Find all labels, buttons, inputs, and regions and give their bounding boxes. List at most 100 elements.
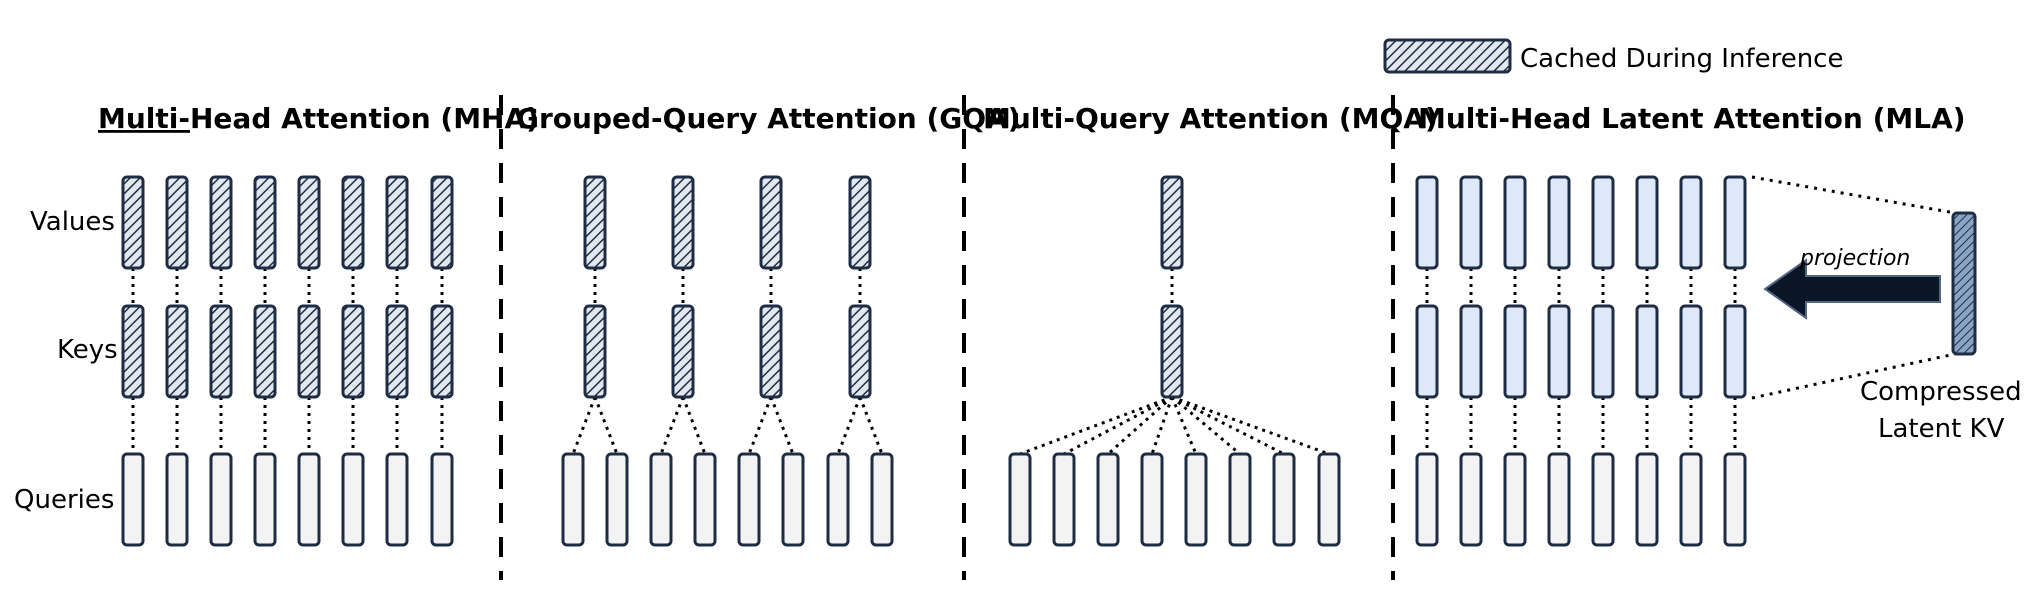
query-head — [253, 452, 277, 547]
key-head — [1547, 304, 1571, 399]
value-head — [1723, 175, 1747, 270]
key-head — [759, 304, 783, 399]
key-head — [1679, 304, 1703, 399]
value-head — [121, 175, 145, 270]
value-head — [671, 175, 695, 270]
connector-line — [769, 396, 795, 455]
connector-line — [836, 396, 862, 455]
query-head — [341, 452, 365, 547]
query-head — [605, 452, 629, 547]
key-head — [253, 304, 277, 399]
key-head — [430, 304, 454, 399]
panel-title-mha: Multi-Head Attention (MHA) — [98, 102, 539, 135]
query-head — [1503, 452, 1527, 547]
title-word: Grouped- — [516, 102, 663, 135]
title-word: (MHA) — [440, 102, 539, 135]
title-word: Attention — [1713, 102, 1863, 135]
connector-lines — [131, 268, 1737, 456]
title-word: Query — [663, 102, 758, 135]
key-head — [1459, 304, 1483, 399]
key-head — [1415, 304, 1439, 399]
row-label-values: Values — [30, 207, 115, 237]
projection-arrow — [1763, 258, 1941, 320]
head-bars — [121, 175, 1747, 547]
value-head — [253, 175, 277, 270]
title-word: Multi- — [98, 102, 190, 135]
key-head — [583, 304, 607, 399]
query-head — [1679, 452, 1703, 547]
legend-label: Cached During Inference — [1520, 44, 1843, 74]
latent-label-line2: Latent KV — [1878, 414, 2005, 444]
query-head — [737, 452, 761, 547]
panel-title-mqa: Multi-Query Attention (MQA) — [983, 102, 1438, 135]
query-head — [1635, 452, 1659, 547]
query-head — [561, 452, 585, 547]
query-head — [826, 452, 850, 547]
title-word: Attention — [281, 102, 431, 135]
title-word: Latent — [1601, 102, 1703, 135]
row-label-keys: Keys — [57, 335, 118, 365]
key-head — [1160, 304, 1184, 399]
svg-text:Grouped-Query Attention (GQA): Grouped-Query Attention (GQA) — [516, 102, 1021, 135]
mla-latent-group: projection Compressed Latent KV — [1751, 175, 2022, 444]
query-head — [1547, 452, 1571, 547]
connector-line — [659, 396, 685, 455]
query-head — [1723, 452, 1747, 547]
title-word: Attention — [767, 102, 917, 135]
query-head — [1008, 452, 1032, 547]
key-head — [1723, 304, 1747, 399]
query-head — [297, 452, 321, 547]
query-head — [165, 452, 189, 547]
value-head — [1591, 175, 1615, 270]
latent-dotted-top — [1751, 175, 1956, 215]
query-head — [1459, 452, 1483, 547]
value-head — [1415, 175, 1439, 270]
key-head — [297, 304, 321, 399]
connector-line — [1171, 395, 1285, 456]
key-head — [671, 304, 695, 399]
key-head — [1503, 304, 1527, 399]
connector-line — [1019, 395, 1173, 456]
connector-line — [593, 396, 619, 455]
query-head — [781, 452, 805, 547]
value-head — [209, 175, 233, 270]
svg-text:Multi-Head Attention (MHA): Multi-Head Attention (MHA) — [98, 102, 539, 135]
query-head — [870, 452, 894, 547]
title-word: Query — [1075, 102, 1170, 135]
value-head — [385, 175, 409, 270]
value-head — [430, 175, 454, 270]
title-word: Head — [190, 102, 271, 135]
query-head — [1317, 452, 1341, 547]
projection-label: projection — [1799, 246, 1910, 271]
title-word: (GQA) — [926, 102, 1020, 135]
connector-line — [1171, 395, 1241, 456]
key-head — [121, 304, 145, 399]
panel-title-mla: Multi-Head Latent Attention (MLA) — [1418, 102, 1966, 135]
key-head — [848, 304, 872, 399]
connector-line — [1107, 395, 1173, 456]
query-head — [693, 452, 717, 547]
query-head — [1228, 452, 1252, 547]
value-head — [165, 175, 189, 270]
value-head — [297, 175, 321, 270]
key-head — [165, 304, 189, 399]
connector-line — [1170, 396, 1198, 455]
value-head — [1160, 175, 1184, 270]
latent-dotted-bottom — [1751, 352, 1956, 400]
svg-text:Multi-Head Latent Attention (M: Multi-Head Latent Attention (MLA) — [1418, 102, 1966, 135]
query-head — [1052, 452, 1076, 547]
title-word: Multi- — [983, 102, 1075, 135]
query-head — [1415, 452, 1439, 547]
value-head — [1503, 175, 1527, 270]
value-head — [583, 175, 607, 270]
row-label-queries: Queries — [14, 485, 114, 515]
query-head — [385, 452, 409, 547]
title-word: Attention — [1180, 102, 1330, 135]
query-head — [209, 452, 233, 547]
query-head — [1184, 452, 1208, 547]
connector-line — [747, 396, 773, 455]
value-head — [759, 175, 783, 270]
connector-line — [1171, 395, 1330, 456]
title-word: (MLA) — [1873, 102, 1966, 135]
